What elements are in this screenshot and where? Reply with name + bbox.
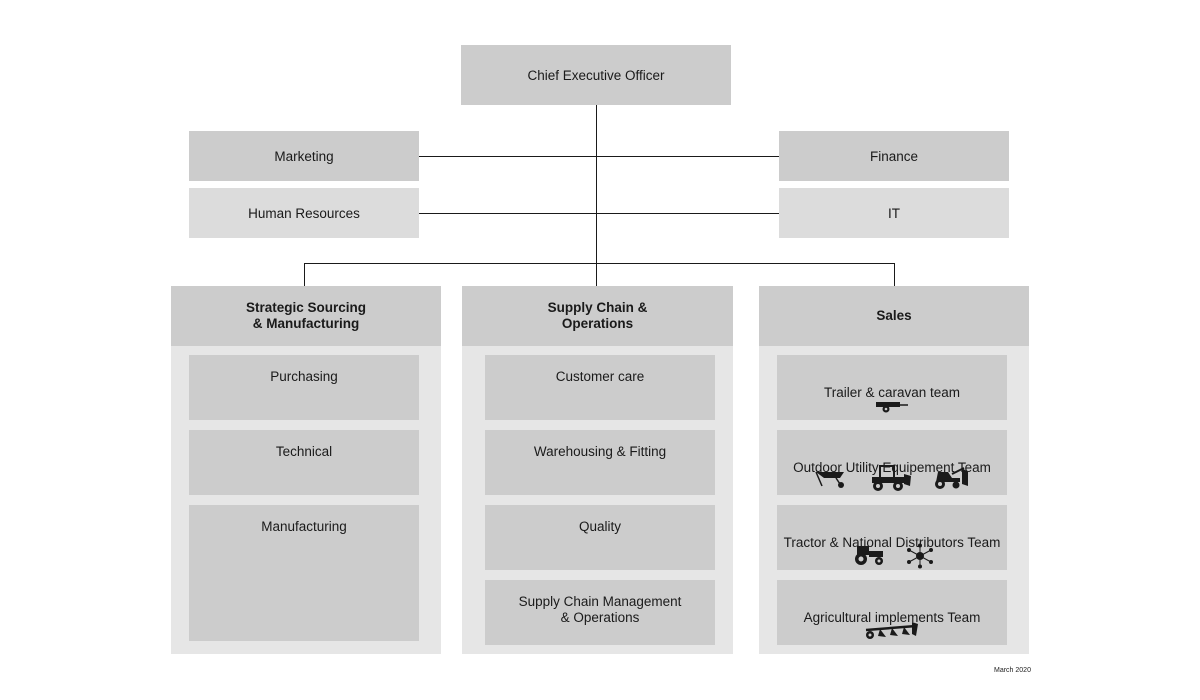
team-trailer-caravan: Trailer & caravan team [777, 355, 1007, 420]
division-title: Strategic Sourcing & Manufacturing [171, 286, 441, 346]
division-title: Sales [759, 286, 1029, 346]
team-warehousing: Warehousing & Fitting [485, 430, 715, 495]
team-technical: Technical [189, 430, 419, 495]
finance-label: Finance [869, 148, 919, 164]
team-supply-chain-management: Supply Chain Management & Operations [485, 580, 715, 645]
loader-icon [872, 465, 911, 491]
finance-box: Finance [779, 131, 1009, 181]
team-manufacturing: Manufacturing [189, 505, 419, 641]
team-tractor-distributors: Tractor & National Distributors Team [777, 505, 1007, 570]
marketing-label: Marketing [274, 148, 334, 164]
team-quality: Quality [485, 505, 715, 570]
division-drop-right [894, 263, 895, 287]
trailer-icon [876, 402, 908, 413]
division-drop-left [304, 263, 305, 287]
staff-connector-row1 [419, 156, 779, 157]
team-agricultural-implements: Agricultural implements Team [777, 580, 1007, 645]
division-sales: Sales Trailer & caravan team Outdoor Uti… [759, 286, 1029, 654]
division-supply-chain: Supply Chain & Operations Customer care … [462, 286, 733, 654]
it-box: IT [779, 188, 1009, 238]
it-label: IT [888, 205, 900, 221]
ceo-box: Chief Executive Officer [461, 45, 731, 105]
human-resources-label: Human Resources [248, 205, 360, 221]
division-strategic-sourcing: Strategic Sourcing & Manufacturing Purch… [171, 286, 441, 654]
team-label: Outdoor Utility Equipement Team [793, 460, 991, 475]
wheelbarrow-icon [815, 471, 844, 488]
ceo-vertical-connector [596, 105, 597, 287]
team-customer-care: Customer care [485, 355, 715, 420]
divisions-horizontal-connector [304, 263, 895, 264]
tractor-icon [855, 546, 883, 565]
division-title: Supply Chain & Operations [462, 286, 733, 346]
human-resources-box: Human Resources [189, 188, 419, 238]
team-label: Agricultural implements Team [803, 610, 981, 625]
ceo-label: Chief Executive Officer [527, 67, 665, 83]
date-footnote: March 2020 [994, 667, 1031, 674]
team-label: Trailer & caravan team [823, 385, 961, 400]
network-icon [907, 543, 933, 569]
plough-icon [865, 622, 918, 639]
staff-connector-row2 [419, 213, 779, 214]
team-purchasing: Purchasing [189, 355, 419, 420]
marketing-box: Marketing [189, 131, 419, 181]
team-label: Tractor & National Distributors Team [783, 535, 1001, 550]
team-outdoor-utility: Outdoor Utility Equipement Team [777, 430, 1007, 495]
compact-tractor-icon [935, 467, 968, 489]
